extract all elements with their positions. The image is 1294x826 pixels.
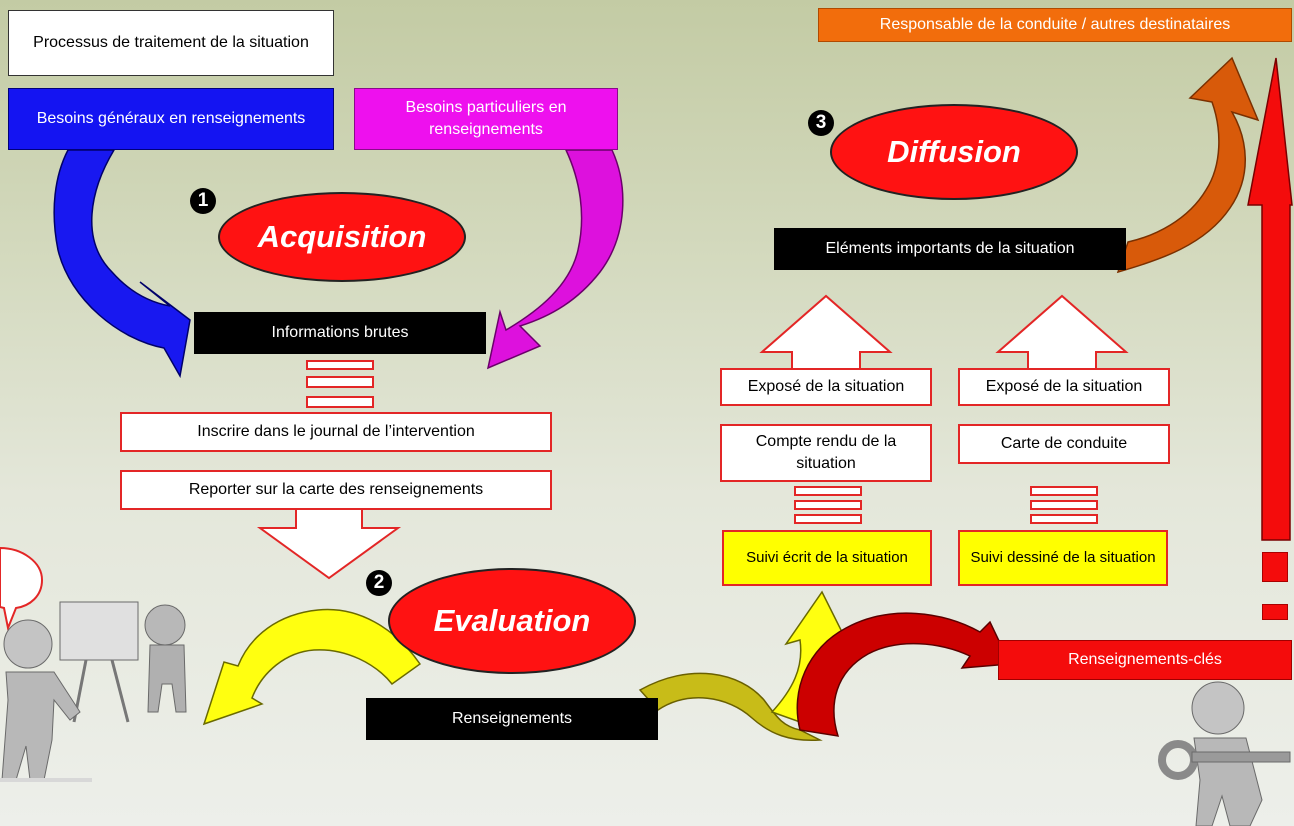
magenta-curved-arrow	[486, 149, 624, 370]
step-acquisition: Acquisition	[218, 192, 466, 282]
olive-right-arrow	[638, 672, 823, 742]
expose-right-box: Exposé de la situation	[958, 368, 1170, 406]
particular-needs-box: Besoins particuliers en renseignements	[354, 88, 618, 150]
key-info-box: Renseignements-clés	[998, 640, 1292, 680]
blue-curved-arrow	[53, 149, 191, 379]
report-map-box: Reporter sur la carte des renseignements	[120, 470, 552, 510]
orange-curved-arrow	[1116, 56, 1260, 274]
renseignements-box: Renseignements	[366, 698, 658, 740]
drawn-follow-box: Suivi dessiné de la situation	[958, 530, 1168, 586]
stack-bar	[306, 376, 374, 388]
darkred-curved-arrow	[796, 612, 1012, 737]
stack-bar	[1030, 486, 1098, 496]
yellow-left-arrow	[202, 608, 422, 726]
stack-bar	[306, 396, 374, 408]
white-down-arrow	[256, 501, 402, 580]
stack-bar	[1030, 500, 1098, 510]
command-map-box: Carte de conduite	[958, 424, 1170, 464]
process-title: Processus de traitement de la situation	[8, 10, 334, 76]
white-up-arrow-left	[759, 294, 893, 373]
raw-info-box: Informations brutes	[194, 312, 486, 354]
important-elements-box: Eléments importants de la situation	[774, 228, 1126, 270]
stack-bar	[306, 360, 374, 370]
white-up-arrow-right	[995, 294, 1129, 373]
step-evaluation: Evaluation	[388, 568, 636, 674]
written-follow-box: Suivi écrit de la situation	[722, 530, 932, 586]
journal-box: Inscrire dans le journal de l’interventi…	[120, 412, 552, 452]
step-1-number: 1	[190, 188, 216, 214]
step-3-number: 3	[808, 110, 834, 136]
presenter-figure	[0, 601, 187, 782]
stack-bar	[1030, 514, 1098, 524]
stack-bar	[794, 514, 862, 524]
step-diffusion: Diffusion	[830, 104, 1078, 200]
general-needs-box: Besoins généraux en renseignements	[8, 88, 334, 150]
report-box: Compte rendu de la situation	[720, 424, 932, 482]
red-dash	[1262, 604, 1288, 620]
stack-bar	[794, 486, 862, 496]
key-figure	[1158, 681, 1291, 826]
red-dash	[1262, 552, 1288, 582]
red-tall-up-arrow	[1247, 57, 1293, 541]
step-2-number: 2	[366, 570, 392, 596]
stack-bar	[794, 500, 862, 510]
expose-left-box: Exposé de la situation	[720, 368, 932, 406]
speech-bubble	[0, 546, 44, 632]
responsible-box: Responsable de la conduite / autres dest…	[818, 8, 1292, 42]
